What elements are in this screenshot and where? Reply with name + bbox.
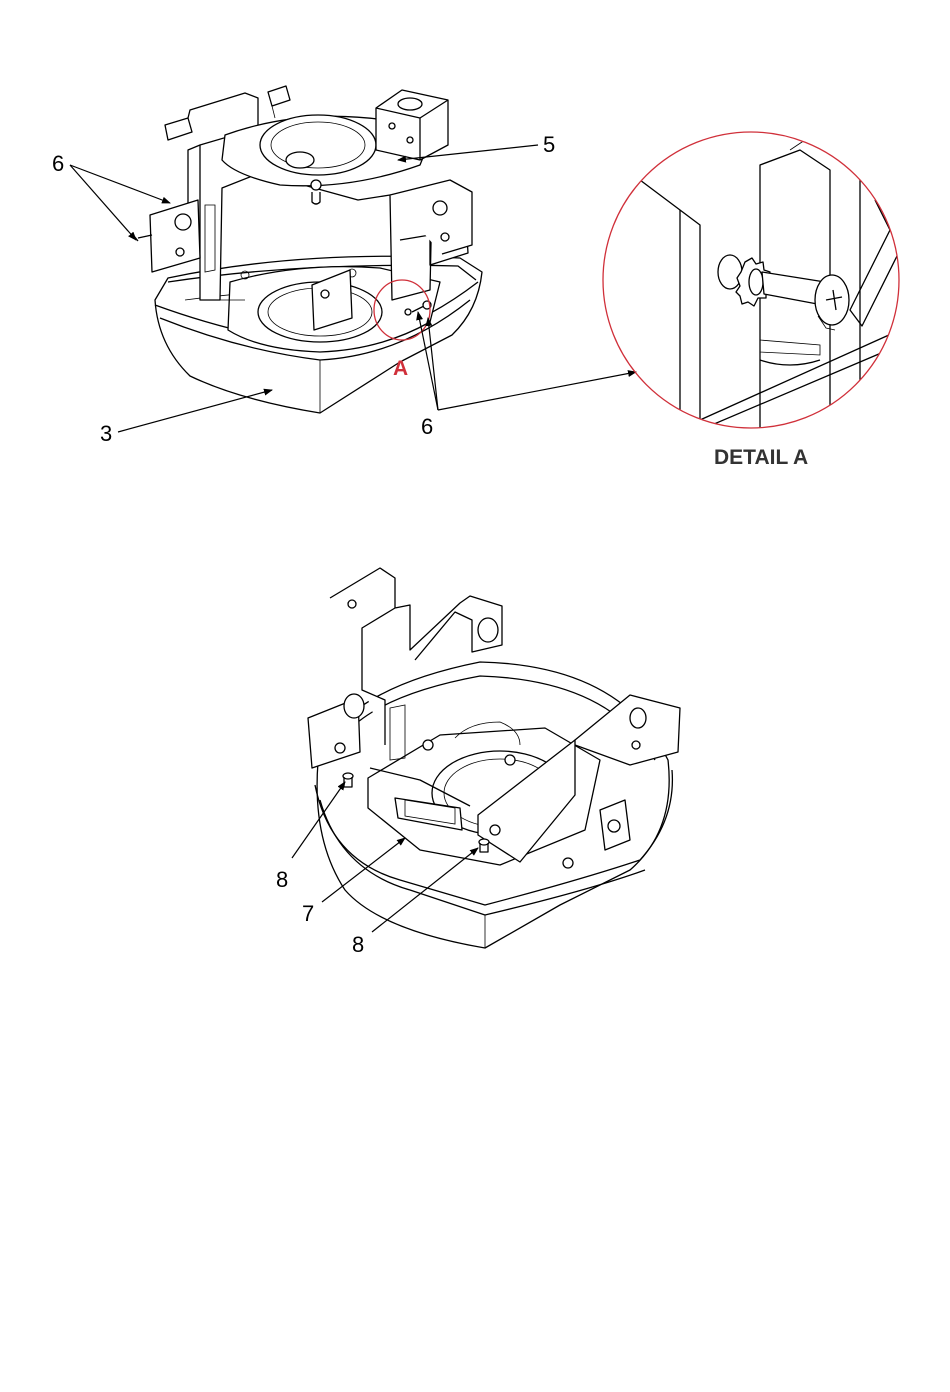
figure-1-camera-housing-assembly: A 6 5 3 6 [52,86,636,446]
screw-left [134,235,152,241]
callout-6-left: 6 [52,151,64,176]
callout-6-bottom: 6 [421,414,433,439]
detail-a-inset: DETAIL A [603,90,900,469]
callout-7: 7 [302,901,314,926]
detail-a-letter: A [393,357,408,380]
detail-a-title: DETAIL A [714,446,808,469]
callout-8-left: 8 [276,867,288,892]
callout-8-bottom: 8 [352,932,364,957]
figure-2-bracket-installation: 8 7 8 [276,568,680,957]
callout-3: 3 [100,421,112,446]
callout-5: 5 [543,132,555,157]
